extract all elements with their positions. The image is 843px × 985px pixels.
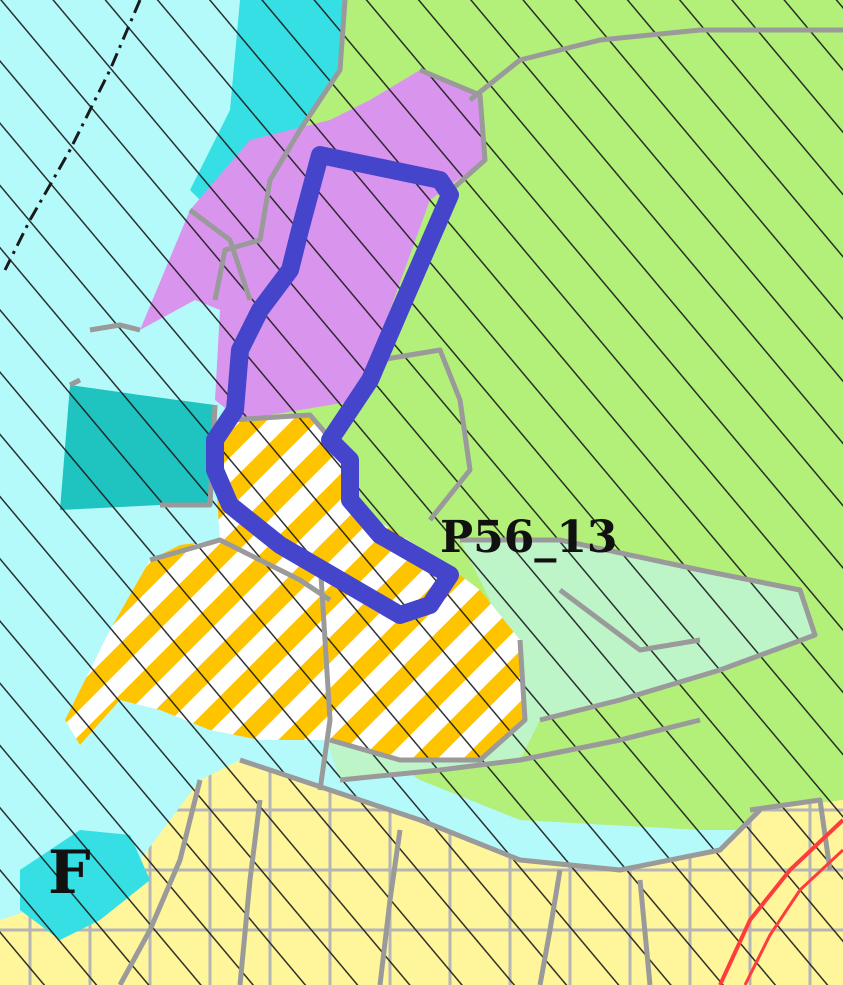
parcel-boundaries	[68, 0, 843, 985]
road-line-secondary	[743, 848, 843, 985]
road-line	[718, 818, 843, 985]
administrative-boundary	[3, 0, 142, 271]
subject-parcel-outline	[206, 146, 459, 624]
zone-letter-label: F	[48, 838, 91, 908]
zone-code-label: P56_13	[440, 512, 618, 563]
